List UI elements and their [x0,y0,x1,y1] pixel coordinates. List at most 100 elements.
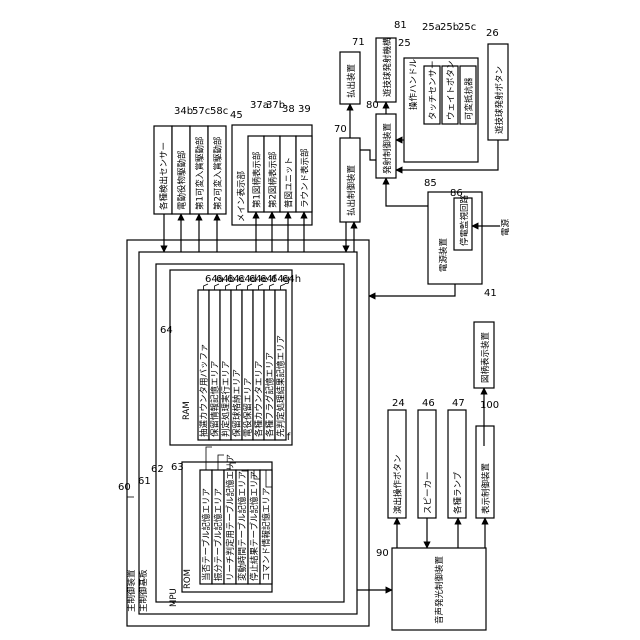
outage-circuit-label: 停電監視回路 [459,194,470,246]
bottom-device-label: スピーカー [424,471,434,514]
display-item: ラウンド表示部 39 [296,104,312,212]
bottom-device-label: 各種ランプ [453,471,464,514]
rom: ROM 63 当否テーブル記憶エリア63a振分テーブル記憶エリア63bリーチ判定… [171,432,291,592]
launch-mechanism-label: 遊技球発射機構 [382,37,393,97]
payout-control-label: 払出制御装置 [346,164,357,216]
display-item-label: 普図ユニット [284,157,295,208]
launch-mechanism: 遊技球発射機構 81 [376,20,407,102]
ram-label: RAM [182,401,192,420]
ram-area-label: 各種フラグ記憶エリア [265,352,276,437]
symbol-display-ref: 41 [484,288,497,299]
launch-control-label: 発射制御装置 [382,122,393,174]
ram-area-label: 先判定処理結果記憶エリア [276,335,287,437]
payout-control-device: 払出制御装置 70 [334,124,360,222]
sound-light-control-label: 音声発光制御装置 [434,555,445,624]
bottom-device-ref: 46 [422,398,435,409]
payout-control-ref: 70 [334,124,347,135]
display-item-ref: 39 [298,104,311,115]
display-item-ref: 38 [282,104,295,115]
launch-control-device: 発射制御装置 80 [366,100,396,178]
stop-button-ref: 26 [486,28,499,39]
top-device-ref: 57c [192,106,210,117]
rom-ref: 63 [171,462,184,473]
handle-item: 可変抵抗器 25c [458,22,476,124]
power-device-label: 電源装置 [438,237,449,272]
handle-item-label: ウェイトボタン [447,60,457,120]
mpu-label: MPU [169,588,179,607]
operation-handle-label: 操作ハンドル [408,58,419,110]
outage-circuit-ref: 86 [450,188,463,199]
rom-label: ROM [183,569,193,589]
ram-area-label: 判定処理実行エリア [221,360,232,437]
display-item-label: 第1図柄表示部 [252,151,263,208]
main-board-label: 主制御基板 [138,569,149,612]
main-control-label: 主制御装置 [126,569,137,612]
rom-area-label: 当否テーブル記憶エリア [201,488,212,581]
launch-stop-button: 遊技球発射ボタン 26 [486,28,508,140]
ram-area-label: 保留情報記憶エリア [210,360,221,437]
operation-handle-ref: 25 [398,38,411,49]
handle-item-ref: 25c [458,22,476,33]
power-source-label: 電源 [501,218,511,236]
stop-button-label: 遊技球発射ボタン [494,66,505,134]
top-device: 第2可変入賞駆動部 58c [208,106,228,214]
power-device-ref: 85 [424,178,437,189]
top-device: 各種検出センサー [154,126,172,214]
ram-ref: 64 [160,325,173,336]
handle-item-label: タッチセンサー [429,60,439,120]
sound-light-control-device: 音声発光制御装置 90 [376,548,486,630]
display-item-label: ラウンド表示部 [300,148,311,208]
main-display-label: メイン表示部 [236,170,247,222]
rom-area-label: 停止結果テーブル記憶エリア [249,471,260,581]
display-item-label: 第2図柄表示部 [268,151,279,208]
handle-item-ref: 25b [440,22,459,33]
handle-item: タッチセンサー 25a [422,22,441,124]
rom-area-label: 変動時間テーブル記憶エリア [237,471,248,581]
ram-area: 先判定処理結果記憶エリア 64h [275,274,301,440]
bottom-device: 演出操作ボタン 24 [388,398,406,518]
top-device-label: 第2可変入賞駆動部 [213,136,224,210]
top-device-label: 電動役物駆動部 [177,150,188,210]
main-board-ref: 61 [138,476,151,487]
rom-area-label: 振分テーブル記憶エリア [213,488,224,581]
top-device-ref: 58c [210,106,228,117]
symbol-display-label: 図柄表示装置 [480,331,491,383]
handle-item-ref: 25a [422,22,441,33]
rom-area-label: リーチ判定用テーブル記憶エリア [225,454,236,581]
main-display: メイン表示部 45 第1図柄表示部37a第2図柄表示部37b普図ユニット38ラウ… [230,100,312,225]
ram-area-label: 電役保留エリア [243,377,254,437]
bottom-device: 表示制御装置 100 [476,400,499,518]
display-item: 普図ユニット 38 [280,104,296,212]
main-control-ref: 60 [118,482,131,493]
main-display-ref: 45 [230,110,243,121]
handle-item-label: 可変抵抗器 [464,77,475,120]
payout-device-ref: 71 [352,37,365,48]
rom-area-label: コマンド情報記憶エリア [261,487,272,581]
payout-device: 払出装置 71 [340,37,365,104]
operation-handle: 操作ハンドル 25 タッチセンサー 25a ウェイトボタン 25b 可変抵抗器 25c [398,22,478,162]
bottom-device-ref: 24 [392,398,405,409]
mpu-ref: 62 [151,464,164,475]
bottom-device-ref: 47 [452,398,465,409]
bottom-device-label: 表示制御装置 [481,462,492,514]
top-device-label: 各種検出センサー [159,142,170,210]
ram-area-label: 各種カウンタエリア [254,360,265,437]
symbol-display-device: 図柄表示装置 41 [474,288,497,388]
launch-mechanism-ref: 81 [394,20,407,31]
handle-item: ウェイトボタン 25b [440,22,459,124]
ram-area-label: 抽選カウンタ用バッファ [199,343,210,437]
ram-area-ref: 64h [282,274,301,285]
bottom-device-ref: 100 [480,400,499,411]
top-device-label: 第1可変入賞駆動部 [195,136,206,210]
bottom-device-label: 演出操作ボタン [393,454,404,514]
ram: RAM 64 抽選カウンタ用バッファ64a保留情報記憶エリア64b判定処理実行エ… [160,270,301,445]
top-device: 第1可変入賞駆動部 57c [190,106,210,214]
top-device-ref: 34b [174,106,193,117]
bottom-device: 各種ランプ 47 [448,398,466,518]
rom-area: コマンド情報記憶エリア63f [260,432,291,584]
sound-light-control-ref: 90 [376,548,389,559]
power-device: 電源装置 85 停電監視回路 86 [424,178,482,284]
ram-area-label: 保留球格納エリア [232,369,243,437]
bottom-device: スピーカー 46 [418,398,436,518]
